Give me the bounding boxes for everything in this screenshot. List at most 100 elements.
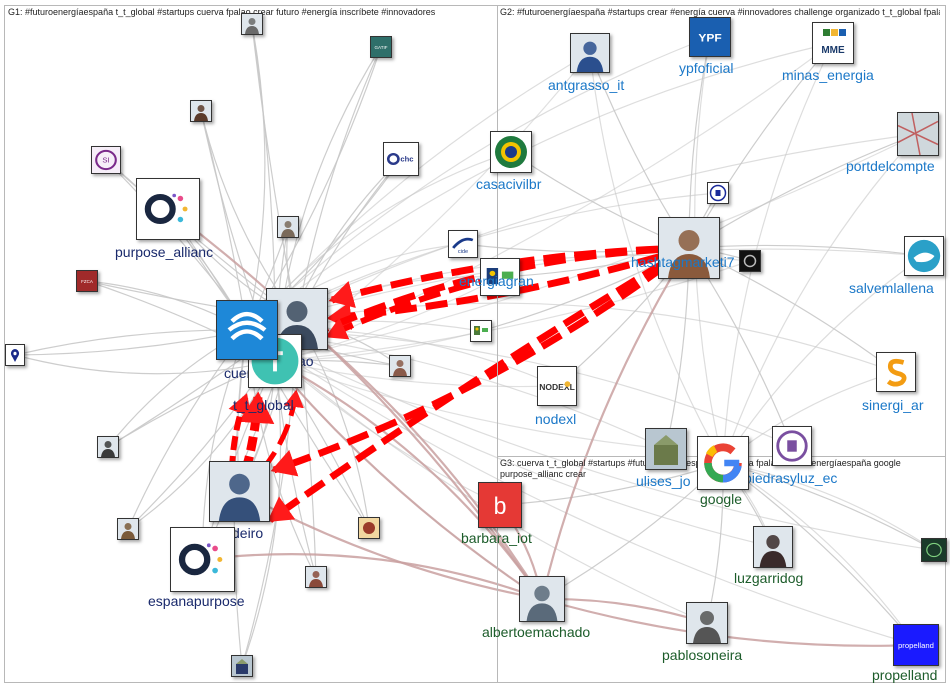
chc-logo-icon: chc <box>384 143 418 175</box>
minor-node-m4[interactable]: SI <box>91 146 121 174</box>
node-propelland[interactable]: propelland <box>893 624 939 666</box>
dot-ring-logo-icon <box>137 179 199 239</box>
svg-text:chc: chc <box>400 155 413 164</box>
gatif-logo-icon: GATIF <box>371 37 391 57</box>
propelland-logo-icon: propelland <box>894 625 938 665</box>
node-label-hashtagmarketi7: hashtagmarketi7 <box>631 255 735 269</box>
node-pablosoneira[interactable] <box>686 602 728 644</box>
node-albertoemachado[interactable] <box>519 576 565 622</box>
minor-node-m3[interactable] <box>190 100 212 122</box>
building-photo-icon <box>646 429 686 469</box>
node-antgrasso-it[interactable] <box>570 33 610 73</box>
person-photo-icon <box>520 577 564 621</box>
node-espanapurpose[interactable] <box>170 527 235 592</box>
node-label-purpose-allianc: purpose_allianc <box>115 245 213 259</box>
crest-logo-icon <box>708 183 728 203</box>
minor-node-m2[interactable]: GATIF <box>370 36 392 58</box>
minor-node-m16[interactable] <box>470 320 492 342</box>
node-purpose-allianc[interactable] <box>136 178 200 240</box>
person-photo-icon <box>98 437 118 457</box>
node-label-t-t-global: t_t_global <box>233 398 294 412</box>
node-ulises-jo[interactable] <box>645 428 687 470</box>
node-minas-energia[interactable]: MME <box>812 22 854 64</box>
node-label-antgrasso-it: antgrasso_it <box>548 78 624 92</box>
node-cuerva[interactable] <box>216 300 278 360</box>
node-google[interactable] <box>697 436 749 490</box>
minor-node-m11[interactable] <box>117 518 139 540</box>
node-label-barbara-iot: barbara_iot <box>461 531 532 545</box>
minor-node-m7[interactable]: FZCA <box>76 270 98 292</box>
minor-node-m5[interactable]: chc <box>383 142 419 176</box>
svg-text:SI: SI <box>102 156 109 165</box>
si-logo-icon: SI <box>92 147 120 173</box>
node-nodexl[interactable]: NODEXL <box>537 366 577 406</box>
svg-text:b: b <box>494 493 507 520</box>
node-label-deiro: deiro <box>232 526 263 540</box>
cide-logo-icon: cide <box>449 231 477 257</box>
node-label-minas-energia: minas_energia <box>782 68 874 82</box>
dark-ring-logo-icon <box>740 251 760 271</box>
round-logo-icon <box>922 539 946 561</box>
crest-logo-icon <box>773 427 811 465</box>
fzca-logo-icon: FZCA <box>77 271 97 291</box>
minor-node-m18[interactable] <box>739 250 761 272</box>
minor-node-m10[interactable] <box>97 436 119 458</box>
node-deiro[interactable] <box>209 461 270 522</box>
energy-logo-icon <box>471 321 491 341</box>
node-label-espanapurpose: espanapurpose <box>148 594 245 608</box>
node-label-sinergi-ar: sinergi_ar <box>862 398 923 412</box>
node-casacivilbr[interactable] <box>490 131 532 173</box>
person-photo-icon <box>242 14 262 34</box>
dot-ring-logo-icon <box>171 528 234 591</box>
node-label-google: google <box>700 492 742 506</box>
cuerva-logo-icon <box>217 301 277 359</box>
node-label-propelland: propelland <box>872 668 937 682</box>
svg-text:GATIF: GATIF <box>375 45 388 50</box>
node-sinergi-ar[interactable] <box>876 352 916 392</box>
location-icon <box>6 345 24 365</box>
person-photo-icon <box>278 217 298 237</box>
person-photo-icon <box>118 519 138 539</box>
badge-logo-icon <box>359 518 379 538</box>
svg-text:FZCA: FZCA <box>81 279 93 284</box>
nodexl-logo-icon: NODEXL <box>538 367 576 405</box>
node-label-albertoemachado: albertoemachado <box>482 625 590 639</box>
minor-node-m12[interactable] <box>358 517 380 539</box>
node-label-salvemlallena: salvemlallena <box>849 281 934 295</box>
node-salvemlallena[interactable] <box>904 236 944 276</box>
svg-text:propelland: propelland <box>898 641 934 650</box>
node-label-luzgarridog: luzgarridog <box>734 571 803 585</box>
minor-node-m14[interactable] <box>231 655 253 677</box>
building-photo-icon <box>232 656 252 676</box>
node-label-nodexl: nodexl <box>535 412 576 426</box>
google-g-logo-icon <box>698 437 748 489</box>
minor-node-m15[interactable]: cide <box>448 230 478 258</box>
person-photo-icon <box>306 567 326 587</box>
minor-node-m13[interactable] <box>305 566 327 588</box>
svg-text:cide: cide <box>458 249 468 255</box>
b-logo-icon: b <box>479 483 521 527</box>
person-photo-icon <box>571 34 609 72</box>
node-ypfoficial[interactable]: YPF <box>689 17 731 57</box>
minor-node-m17[interactable] <box>707 182 729 204</box>
minor-node-m1[interactable] <box>241 13 263 35</box>
svg-text:MME: MME <box>821 45 845 56</box>
minor-node-m9[interactable] <box>389 355 411 377</box>
node-label-portdelcompte: portdelcompte <box>846 159 935 173</box>
person-photo-icon <box>210 462 269 521</box>
map-tile-icon <box>898 113 938 155</box>
person-photo-icon <box>754 527 792 567</box>
whale-logo-icon <box>905 237 943 275</box>
minor-node-m6[interactable] <box>277 216 299 238</box>
ypf-logo-icon: YPF <box>690 18 730 56</box>
node-piedrasyluz-ec[interactable] <box>772 426 812 466</box>
node-label-energiagran: energiagran <box>459 274 534 288</box>
mme-logo-icon: MME <box>813 23 853 63</box>
minor-node-m8[interactable] <box>5 344 25 366</box>
brazil-seal-icon <box>491 132 531 172</box>
node-label-pablosoneira: pablosoneira <box>662 648 742 662</box>
minor-node-m19[interactable] <box>921 538 947 562</box>
node-portdelcompte[interactable] <box>897 112 939 156</box>
node-barbara-iot[interactable]: b <box>478 482 522 528</box>
node-luzgarridog[interactable] <box>753 526 793 568</box>
